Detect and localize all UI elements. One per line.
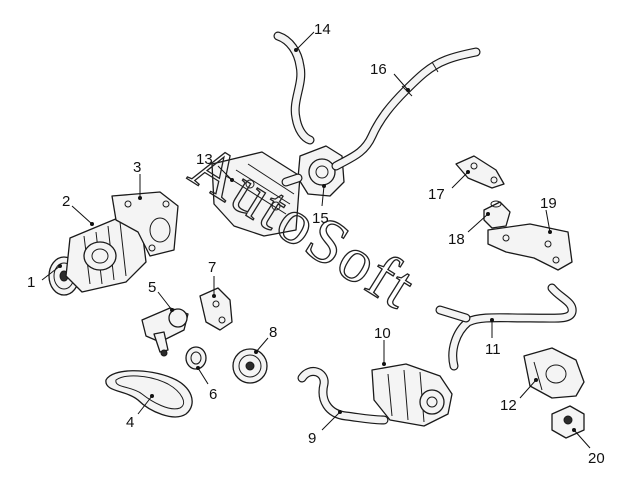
callout-8: 8	[254, 324, 277, 354]
callout-17: 17	[428, 170, 470, 203]
callout-14: 14	[294, 21, 331, 52]
callout-13: 13	[196, 151, 234, 182]
callout-12: 12	[500, 378, 538, 414]
part-7-small-bracket[interactable]	[199, 287, 233, 331]
callout-label-14: 14	[314, 21, 331, 38]
callout-label-3: 3	[133, 159, 141, 176]
callout-label-16: 16	[370, 61, 387, 78]
callout-16: 16	[370, 61, 410, 92]
callout-10: 10	[374, 325, 391, 366]
part-5-tensioner[interactable]	[141, 307, 189, 357]
callout-11: 11	[485, 318, 501, 358]
callout-9: 9	[308, 410, 342, 447]
callout-label-4: 4	[126, 414, 134, 431]
callout-label-20: 20	[588, 450, 605, 467]
part-12-housing[interactable]	[523, 347, 585, 399]
part-19-large-bracket[interactable]	[487, 223, 573, 271]
part-4-drive-belt[interactable]	[105, 370, 193, 418]
part-14-upper-hose[interactable]	[273, 31, 315, 145]
callout-label-9: 9	[308, 430, 316, 447]
callout-19: 19	[540, 195, 557, 234]
part-15-pump-outlet[interactable]	[281, 145, 345, 197]
part-13-cover-plate[interactable]	[211, 151, 301, 237]
part-3-bracket[interactable]	[111, 191, 179, 257]
part-8-pulley[interactable]	[232, 348, 268, 384]
callout-label-12: 12	[500, 397, 517, 414]
part-9-lower-hose[interactable]	[297, 367, 389, 425]
callout-label-18: 18	[448, 231, 465, 248]
callout-label-19: 19	[540, 195, 557, 212]
callout-label-13: 13	[196, 151, 213, 168]
callout-label-5: 5	[148, 279, 156, 296]
callout-3: 3	[133, 159, 142, 200]
part-11-long-hose[interactable]	[435, 283, 577, 371]
callout-5: 5	[148, 279, 174, 312]
callout-15: 15	[312, 184, 329, 227]
callout-7: 7	[208, 259, 216, 298]
callout-label-6: 6	[209, 386, 217, 403]
callout-label-10: 10	[374, 325, 391, 342]
part-20-sensor[interactable]	[551, 405, 585, 439]
part-17-mount-bracket[interactable]	[455, 155, 505, 189]
callout-2: 2	[62, 193, 94, 226]
callout-label-1: 1	[27, 274, 35, 291]
part-18-rubber-mount[interactable]	[483, 200, 511, 229]
callout-18: 18	[448, 212, 490, 248]
part-16-metal-pipe[interactable]	[331, 47, 481, 171]
callout-6: 6	[196, 366, 217, 403]
callout-label-7: 7	[208, 259, 216, 276]
callout-label-2: 2	[62, 193, 70, 210]
callout-label-17: 17	[428, 186, 445, 203]
callout-20: 20	[572, 428, 605, 467]
part-10-pump-housing[interactable]	[371, 363, 453, 427]
part-2-pump-body[interactable]	[65, 217, 147, 293]
callout-label-11: 11	[485, 341, 501, 358]
callout-4: 4	[126, 394, 154, 431]
callout-label-15: 15	[312, 210, 329, 227]
callout-label-8: 8	[269, 324, 277, 341]
part-6-idler-roller[interactable]	[185, 346, 207, 370]
callout-1: 1	[27, 264, 62, 291]
